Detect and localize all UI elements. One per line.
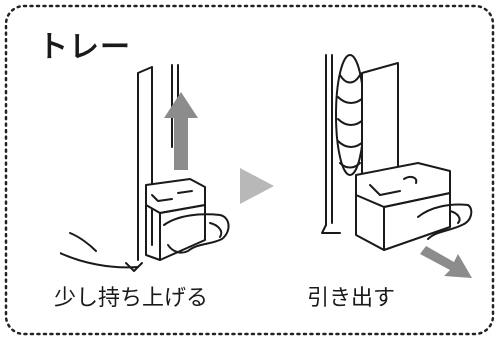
lift-tray-illustration: [60, 64, 230, 272]
step-1-caption: 少し持ち上げる: [54, 286, 209, 311]
up-arrow-icon: [164, 92, 198, 170]
panel-title: トレー: [38, 30, 131, 65]
pull-out-tray-illustration: [321, 54, 473, 251]
next-step-triangle-icon: [240, 168, 274, 204]
step-2-caption: 引き出す: [307, 286, 396, 311]
down-right-arrow-icon: [420, 246, 472, 278]
instruction-panel-border: [4, 4, 495, 336]
